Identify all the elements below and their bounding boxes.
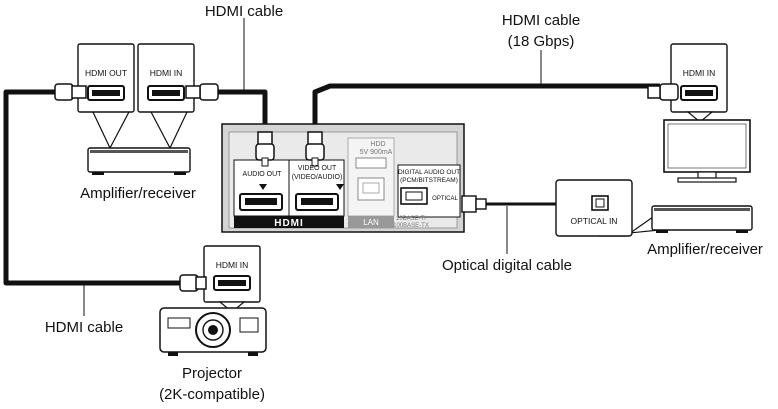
label-amplifier-right: Amplifier/receiver (647, 241, 763, 258)
hdmi-plug-icon (54, 83, 87, 101)
hdmi-plug-icon (255, 131, 275, 167)
hdmi-in-callout (137, 43, 195, 113)
hdmi-cable-audio (216, 89, 268, 132)
amplifier-right (555, 179, 753, 237)
player-digital-audio-out: DIGITAL AUDIO OUT (398, 169, 460, 176)
hdmi-logo-bar (234, 216, 344, 228)
player-video-out: VIDEO OUT (298, 165, 337, 172)
player-audio-out: AUDIO OUT (243, 171, 283, 178)
player-usb-rating: 5V 900mA (360, 149, 393, 156)
television (663, 43, 751, 183)
player-lan-spec-1: 10BASE-T/ (396, 216, 426, 222)
port-label-hdmi-in-amp: HDMI IN (150, 68, 183, 78)
player-lan: LAN (363, 218, 379, 227)
player-optical: OPTICAL (432, 196, 458, 202)
hdmi-plug-icon (185, 83, 219, 101)
player-video-audio: (VIDEO/AUDIO) (292, 174, 343, 181)
label-amplifier-left: Amplifier/receiver (80, 185, 196, 202)
label-projector: Projector (182, 365, 242, 382)
amplifier-box (87, 147, 191, 173)
hdmi-plug-icon (305, 131, 325, 167)
amplifier-left (77, 43, 195, 175)
hdmi-in-callout (203, 245, 261, 303)
hdmi-plug-icon (179, 274, 207, 292)
port-label-hdmi-in-projector: HDMI IN (216, 260, 249, 270)
amplifier-box (651, 205, 753, 231)
port-label-hdmi-in-tv: HDMI IN (683, 68, 716, 78)
label-18gbps: (18 Gbps) (508, 33, 575, 50)
projector (159, 245, 267, 356)
label-hdmi-cable-bottom: HDMI cable (45, 319, 123, 336)
player-pcm-bitstream: (PCM/BITSTREAM) (400, 177, 458, 184)
label-hdmi-cable-top: HDMI cable (205, 3, 283, 20)
hdmi-plug-icon (647, 83, 679, 101)
hdmi-out-callout (77, 43, 135, 113)
lan-port-icon (357, 177, 385, 201)
port-label-hdmi-out: HDMI OUT (85, 68, 127, 78)
lan-bar (348, 216, 394, 228)
hdmi-in-callout (670, 43, 728, 113)
player-lan-spec-2: 100BASE-TX (393, 223, 429, 229)
hdmi-cable-tv (312, 83, 660, 132)
hdmi-cable-projector (3, 89, 180, 286)
optical-plug-icon (461, 195, 487, 213)
label-optical-cable: Optical digital cable (442, 257, 572, 274)
port-label-optical-in: OPTICAL IN (571, 216, 618, 226)
usb-port-icon (355, 157, 387, 169)
hdmi-logo: HDMI (274, 218, 304, 229)
label-hdmi-cable-right: HDMI cable (502, 12, 580, 29)
player-hdd: HDD (370, 141, 385, 148)
label-projector-2k: (2K-compatible) (159, 386, 265, 403)
